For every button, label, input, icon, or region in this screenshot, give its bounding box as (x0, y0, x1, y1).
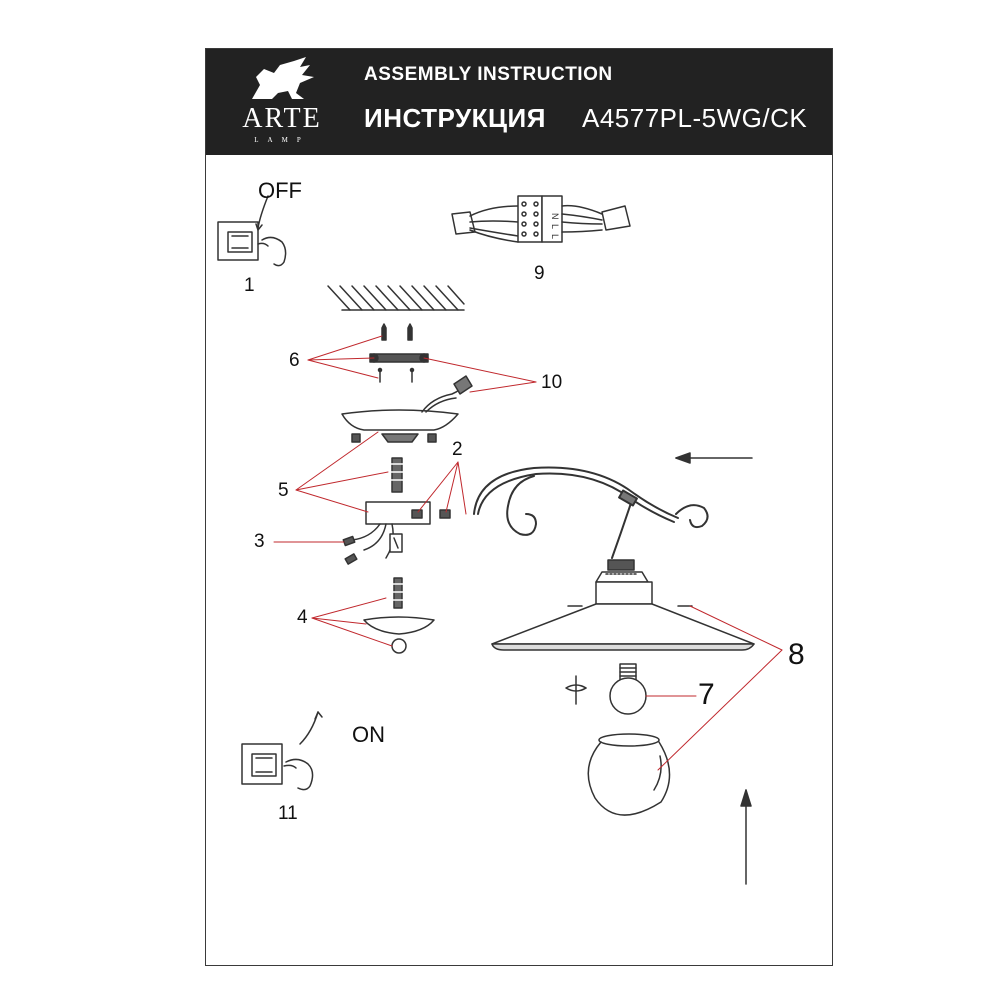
brand-name: ARTE (242, 103, 322, 134)
finial-rod-icon (391, 577, 405, 609)
model-number: A4577PL-5WG/CK (582, 103, 808, 133)
step-9-label: 9 (534, 263, 545, 284)
step-2-label: 2 (452, 439, 463, 460)
brand-subtitle: LAMP (254, 136, 310, 144)
bottom-cup-icon (363, 616, 435, 654)
step-3-label: 3 (254, 531, 265, 552)
step-6-label: 6 (289, 350, 300, 371)
switch-off-label: OFF (258, 178, 302, 203)
terminal-letter-l2: L (550, 234, 560, 239)
scroll-arm-icon (473, 466, 709, 559)
screws-and-plugs-icon (377, 323, 415, 383)
terminal-letter-n: N (550, 213, 560, 220)
switch-on-label: ON (352, 722, 385, 747)
lamp-shade-icon (491, 559, 755, 651)
wire-harness-icon (342, 523, 403, 565)
step-5-label: 5 (278, 480, 289, 501)
arrow-left-icon (675, 452, 753, 464)
arrow-up-icon (740, 789, 752, 885)
wall-switch-off-icon (217, 195, 287, 267)
canopy-icon (341, 375, 473, 443)
terminal-letter-l1: L (550, 224, 560, 229)
step-7-label: 7 (698, 678, 715, 711)
griffin-logo-icon (252, 57, 314, 99)
junction-box-icon (365, 501, 451, 525)
step-10-label: 10 (541, 372, 563, 393)
step-4-label: 4 (297, 607, 308, 628)
title-english: ASSEMBLY INSTRUCTION (364, 64, 613, 85)
header-bar: ARTE LAMP ASSEMBLY INSTRUCTION ИНСТРУКЦИ… (206, 49, 832, 155)
title-russian: ИНСТРУКЦИЯ (364, 103, 546, 133)
leader-lines (273, 335, 783, 771)
step-1-label: 1 (244, 275, 255, 296)
rotate-arrow-icon (565, 675, 587, 705)
mounting-bar-icon (369, 353, 429, 363)
coupler-nut-icon (389, 457, 405, 493)
terminal-block-icon (451, 195, 631, 243)
glass-globe-icon (587, 733, 671, 816)
wall-switch-on-icon (241, 711, 323, 791)
step-8-label: 8 (788, 638, 805, 671)
step-11-label: 11 (278, 803, 298, 824)
light-bulb-icon (609, 663, 647, 715)
ceiling-hatch-icon (327, 285, 465, 311)
